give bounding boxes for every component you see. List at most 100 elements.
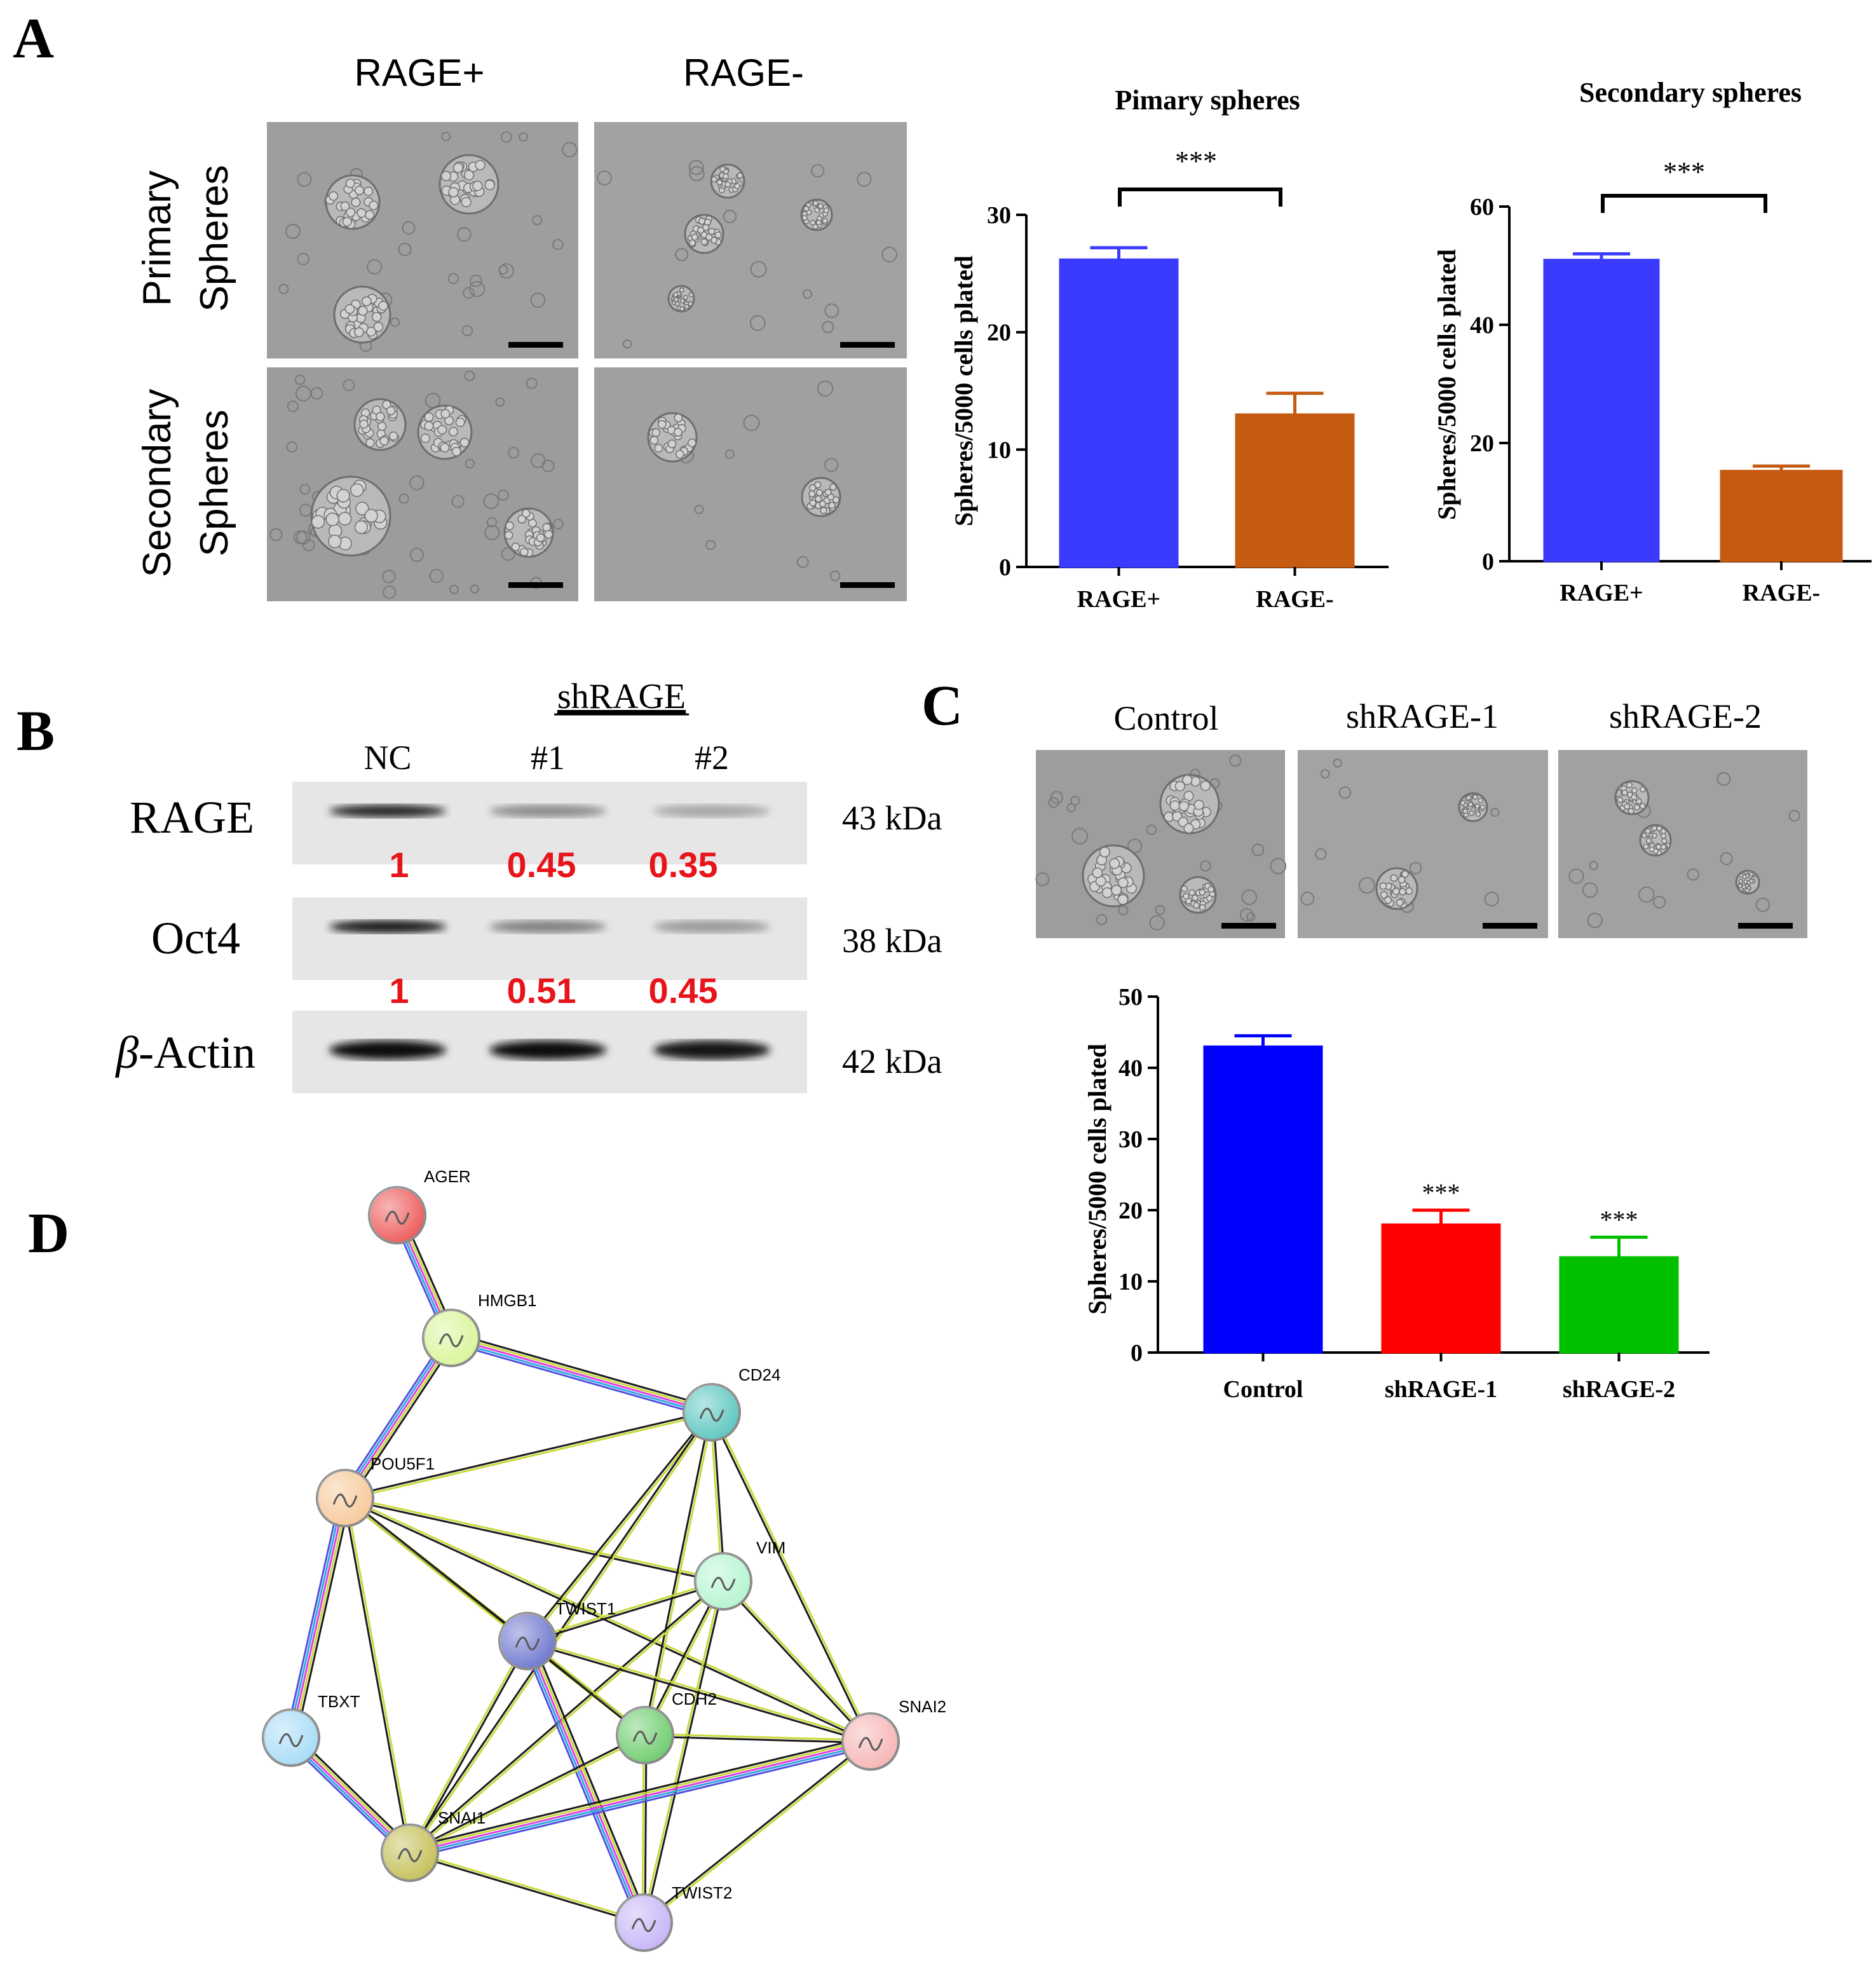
single-cell [1589,861,1598,870]
cell [691,233,698,241]
cell [382,400,391,409]
cell [355,501,369,515]
cell [1396,899,1404,907]
node-highlight [423,1310,479,1366]
cell [1183,823,1194,834]
node-highlight [695,1553,751,1609]
node-highlight [317,1470,373,1526]
significance-mark: *** [1422,1178,1460,1207]
micrograph-cells-c [1035,754,1800,931]
cell [340,201,350,211]
protein-label-rage: RAGE [130,792,254,843]
x-tick-label: shRAGE-1 [1385,1376,1497,1403]
cell [808,490,816,498]
size-label-oct4: 38 kDa [842,922,942,960]
single-cell [1155,904,1166,915]
cell [674,428,683,437]
cell [344,304,355,315]
cell [1117,894,1129,905]
single-cell [881,247,898,263]
cell [365,438,375,447]
single-cell [1716,772,1731,786]
scale-bar [508,342,563,348]
x-tick-label: shRAGE-2 [1563,1376,1675,1403]
cell [724,181,731,188]
cell [734,182,741,189]
micrograph-secondary-rage-neg [594,367,907,601]
cell [814,481,822,489]
single-cell [530,292,546,308]
node-highlight [369,1187,425,1243]
single-cell [532,215,543,226]
cell [355,186,364,196]
network-edge [409,1740,871,1854]
single-cell [1246,912,1256,922]
cell [815,219,822,226]
single-cell [1239,908,1254,922]
cell [1405,887,1413,895]
bar [1559,1256,1679,1354]
single-cell [390,317,400,327]
bar [1720,470,1843,563]
cell [1401,870,1409,878]
network-edge [344,1498,723,1584]
cell [511,542,520,552]
cell [437,425,447,435]
cell [1639,786,1646,793]
lane-label-2: #2 [695,739,729,777]
single-cell [1320,769,1330,779]
single-cell [1333,758,1342,768]
single-cell [824,458,839,472]
cell [723,173,729,180]
cell [683,295,689,300]
cell [654,444,663,453]
cell [1645,838,1652,844]
ratio-oct4-1: 0.51 [507,971,576,1011]
significance-mark: *** [1600,1206,1638,1234]
cell [1749,878,1754,883]
cell [351,197,361,207]
single-cell [441,132,451,142]
scale-bar [1738,923,1793,929]
cell [697,226,705,234]
network-edge [644,1735,648,1923]
cell [1462,808,1469,814]
protein-structure-icon [438,1333,464,1347]
blot-strips [292,782,807,1093]
cell [1617,796,1624,803]
single-cell [562,142,578,158]
cell [679,306,685,311]
y-tick-label: 20 [1470,430,1494,457]
cell [424,421,434,431]
cell [1631,794,1638,801]
significance-mark: *** [1663,156,1705,188]
blot-strip [292,897,807,980]
network-edge [642,1412,712,1735]
single-cell [1755,897,1771,912]
protein-structure-icon [278,1733,304,1747]
col-header-shrage2: shRAGE-2 [1609,697,1762,735]
cell [1199,889,1206,896]
significance-mark: *** [1175,146,1217,177]
cell [809,499,817,507]
single-cell [689,166,705,182]
single-cell [483,493,500,509]
single-cell [1096,914,1108,925]
single-cell [1200,860,1211,872]
single-cell [449,584,459,594]
network-node-label: CDH2 [672,1689,717,1708]
cell [1651,825,1657,831]
cell [1661,838,1668,844]
cell [1182,774,1193,786]
cell [1738,878,1743,884]
cell [688,292,694,297]
cell [1380,890,1388,899]
micrograph-cells-a [269,131,898,599]
network-edge [285,1496,341,1737]
cell [440,442,450,453]
cell [829,483,837,491]
network-edge [721,1581,871,1743]
node-highlight [263,1710,319,1766]
